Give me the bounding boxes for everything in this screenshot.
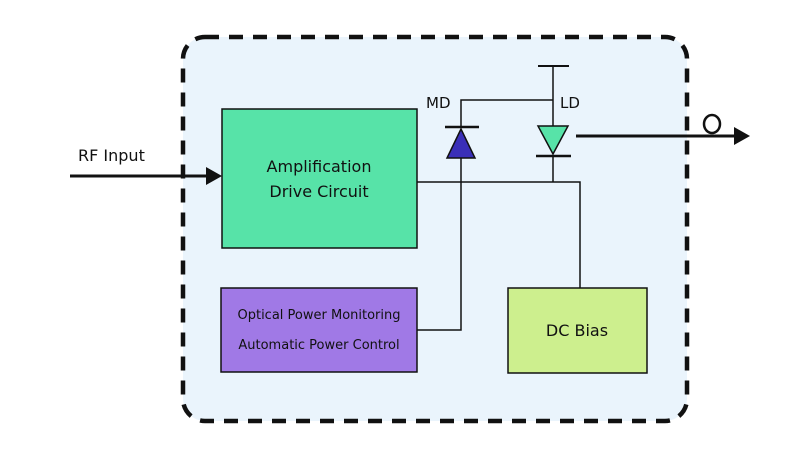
md-diode-symbol xyxy=(445,127,477,159)
ld-diode-symbol xyxy=(536,125,570,156)
power-monitoring-label-line2: Automatic Power Control xyxy=(238,338,399,353)
optical-output-arrowhead xyxy=(734,127,750,145)
fiber-connector-icon xyxy=(702,113,722,135)
power-monitoring-label-line1: Optical Power Monitoring xyxy=(237,308,400,323)
rf-input-arrowhead xyxy=(206,167,222,185)
md-label: MD xyxy=(426,94,451,112)
amplification-label-line2: Drive Circuit xyxy=(269,182,368,201)
ld-label: LD xyxy=(560,94,580,112)
amplification-block xyxy=(221,108,418,249)
drive-to-bias-wire xyxy=(417,181,581,288)
rf-input-label: RF Input xyxy=(78,146,145,165)
amplification-label-line1: Amplification xyxy=(267,157,372,176)
power-monitoring-block xyxy=(220,287,418,373)
dc-bias-block xyxy=(507,287,648,374)
md-ld-common-wire xyxy=(460,99,553,128)
dc-bias-label: DC Bias xyxy=(546,321,608,340)
monitor-to-md-wire xyxy=(417,158,462,331)
